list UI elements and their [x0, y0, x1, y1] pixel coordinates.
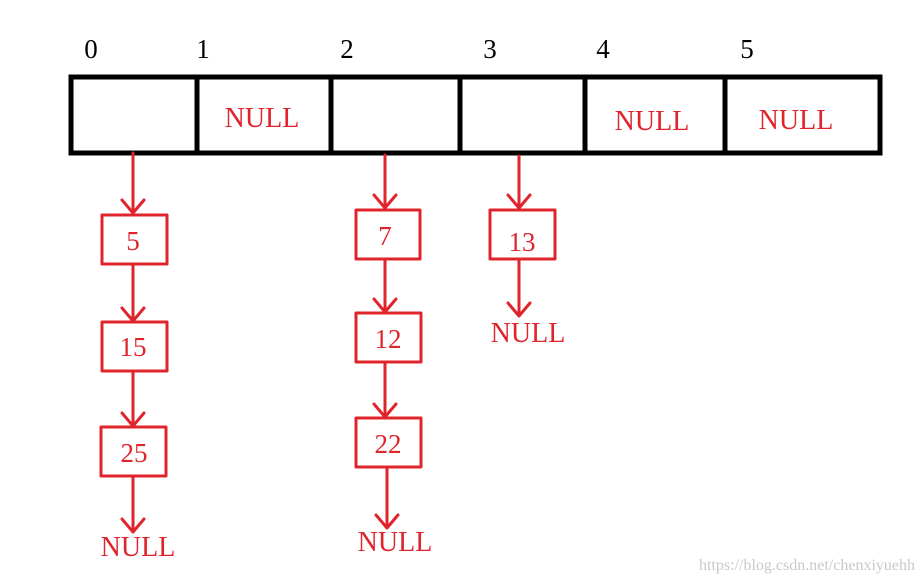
chain-bucket-2: 7 12 22 NULL — [354, 153, 433, 558]
arrow-node-15-to-node-25 — [120, 370, 146, 428]
chain-node-value: 5 — [126, 226, 140, 256]
index-label-4: 4 — [596, 34, 610, 64]
bucket-null-labels: NULL NULL NULL — [225, 103, 834, 137]
chain-node-box — [488, 208, 557, 261]
arrow-bucket-3-to-node-13 — [506, 154, 532, 210]
chain-node-value: 7 — [378, 221, 392, 251]
chain-bucket-0: 5 15 25 NULL — [99, 151, 176, 563]
bucket-5-null-label: NULL — [759, 105, 834, 136]
bucket-array-frame — [68, 74, 883, 156]
chain-node-box — [354, 208, 422, 261]
chain-node-value: 12 — [375, 324, 402, 354]
chain-node-value: 25 — [121, 438, 148, 468]
arrow-node-13-to-null — [506, 258, 532, 318]
bucket-4-null-label: NULL — [615, 106, 690, 137]
chain-node-box — [354, 311, 423, 364]
chain-node-box — [354, 416, 423, 469]
arrow-node-25-to-null — [120, 475, 146, 534]
index-label-2: 2 — [340, 34, 354, 64]
arrow-node-7-to-node-12 — [372, 258, 398, 314]
chain-bucket-3: 13 NULL — [488, 154, 566, 349]
arrow-bucket-0-to-node-5 — [120, 151, 146, 215]
arrow-node-12-to-node-22 — [372, 361, 398, 419]
index-label-3: 3 — [483, 34, 497, 64]
watermark-text: https://blog.csdn.net/chenxiyuehh — [699, 557, 915, 574]
chain-null-terminator: NULL — [358, 527, 433, 558]
arrow-node-22-to-null — [374, 466, 400, 530]
bucket-1-null-label: NULL — [225, 103, 300, 134]
chain-null-terminator: NULL — [491, 318, 566, 349]
bucket-array — [68, 74, 883, 156]
chain-null-terminator: NULL — [101, 532, 176, 563]
index-label-1: 1 — [196, 34, 210, 64]
arrow-bucket-2-to-node-7 — [372, 153, 398, 210]
chain-node-box — [100, 320, 169, 373]
arrow-node-5-to-node-15 — [120, 263, 146, 323]
chain-node-value: 15 — [120, 332, 147, 362]
chain-node-value: 22 — [375, 429, 402, 459]
index-label-5: 5 — [740, 34, 754, 64]
chain-node-box — [100, 213, 169, 266]
chain-node-value: 13 — [509, 227, 536, 257]
index-label-0: 0 — [84, 34, 98, 64]
array-index-labels: 0 1 2 3 4 5 — [84, 34, 754, 64]
